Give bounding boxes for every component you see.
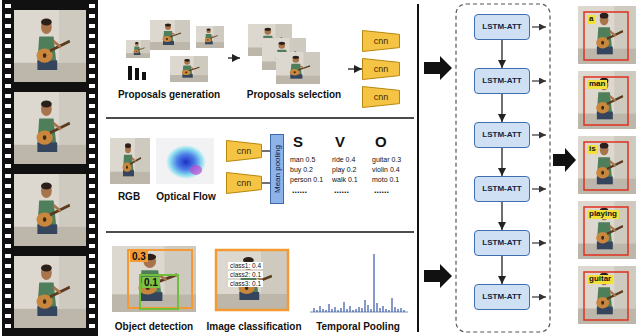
temporal-histogram xyxy=(310,254,408,312)
lstm-cell: LSTM-ATT xyxy=(474,14,530,40)
caption-word: man xyxy=(587,80,607,89)
output-frames xyxy=(578,6,636,324)
caption-word: is xyxy=(587,145,598,154)
cnn-block: cnn xyxy=(226,172,262,194)
role-header: O xyxy=(375,134,387,151)
cnn-shape xyxy=(363,59,400,80)
node-label: cnn xyxy=(237,146,252,156)
role-header: V xyxy=(335,134,345,151)
image-panel: Proposals generation xyxy=(110,14,228,102)
proposal-thumbnails xyxy=(126,20,320,84)
score-entry: play 0.2 xyxy=(332,166,357,174)
lstm-cell: LSTM-ATT xyxy=(474,176,530,202)
caption-word: playing xyxy=(587,210,619,219)
video-frame xyxy=(14,174,86,246)
node-label: cnn xyxy=(237,178,252,188)
node-label: Image classification xyxy=(206,321,301,334)
node-label: Proposals selection xyxy=(247,89,341,102)
score-entry: walk 0.1 xyxy=(332,176,358,184)
caption-word: a xyxy=(587,15,595,24)
score-entry: moto 0.1 xyxy=(372,176,399,184)
node-label: Optical Flow xyxy=(156,191,215,204)
cnn-shape xyxy=(227,141,262,162)
cnn-shape xyxy=(363,87,400,108)
class-score: class1: 0.4 xyxy=(228,262,263,269)
node-label: LSTM-ATT xyxy=(482,130,521,140)
node-label: Temporal Pooling xyxy=(316,321,400,334)
cnn-block: cnn xyxy=(362,86,400,108)
lstm-cell: LSTM-ATT xyxy=(474,122,530,148)
score-entry: guitar 0.3 xyxy=(372,156,401,164)
flow-connector xyxy=(262,182,270,183)
rgb-and-flow-images xyxy=(110,138,214,184)
caption-word: guitar xyxy=(587,275,613,284)
flow-connector xyxy=(501,148,502,176)
lstm-cell: LSTM-ATT xyxy=(474,284,530,310)
detection-image xyxy=(112,246,196,312)
lstm-cell: LSTM-ATT xyxy=(474,68,530,94)
detection-score: 0.3 xyxy=(130,251,148,262)
score-entry: man 0.5 xyxy=(290,156,315,164)
cnn-block: cnn xyxy=(226,140,262,162)
ellipsis: ...... xyxy=(292,186,307,196)
detection-score: 0.1 xyxy=(142,277,160,288)
image-panel: Optical Flow xyxy=(154,134,218,204)
node-label: LSTM-ATT xyxy=(482,184,521,194)
node-label: Mean pooling xyxy=(273,145,282,193)
flow-connector xyxy=(228,57,240,58)
score-entry: buy 0.2 xyxy=(290,166,313,174)
node-label: cnn xyxy=(374,36,389,46)
cnn-shape xyxy=(363,31,400,52)
lstm-container xyxy=(456,4,550,332)
film-strip xyxy=(2,0,98,336)
node-label: LSTM-ATT xyxy=(482,22,521,32)
class-score: class2: 0.1 xyxy=(228,271,263,278)
score-entry: ride 0.4 xyxy=(332,156,355,164)
flow-connector xyxy=(501,94,502,122)
node-label: Proposals generation xyxy=(118,89,220,102)
node-label: LSTM-ATT xyxy=(482,76,521,86)
node-label: LSTM-ATT xyxy=(482,238,521,248)
cnn-shape xyxy=(227,173,262,194)
node-label: LSTM-ATT xyxy=(482,292,521,302)
video-frame xyxy=(14,92,86,164)
score-entry: violin 0.4 xyxy=(372,166,400,174)
cnn-block: cnn xyxy=(362,58,400,80)
class-score: class3: 0.1 xyxy=(228,280,263,287)
cnn-block: cnn xyxy=(362,30,400,52)
role-header: S xyxy=(293,134,303,151)
flow-connector xyxy=(348,68,362,69)
node-label: RGB xyxy=(118,191,140,204)
score-entry: person 0.1 xyxy=(290,176,323,184)
ellipsis: ...... xyxy=(334,186,349,196)
image-panel: Image classification xyxy=(204,242,304,334)
image-panel: RGB xyxy=(108,134,150,204)
node-label: cnn xyxy=(374,92,389,102)
video-frame xyxy=(14,10,86,82)
pooling-box: Mean pooling xyxy=(270,134,284,204)
image-panel: Object detection xyxy=(108,242,200,334)
flow-connector xyxy=(501,40,502,68)
flow-connector xyxy=(501,256,502,284)
image-panel: Temporal Pooling xyxy=(306,242,410,334)
ellipsis: ...... xyxy=(374,186,389,196)
video-frame xyxy=(14,256,86,328)
node-label: cnn xyxy=(374,64,389,74)
lstm-cell: LSTM-ATT xyxy=(474,230,530,256)
image-panel: Proposals selection xyxy=(240,14,348,102)
flow-connector xyxy=(262,150,270,151)
flow-connector xyxy=(501,202,502,230)
classification-image xyxy=(216,250,288,310)
flow-arrows xyxy=(424,56,576,288)
node-label: Object detection xyxy=(115,321,193,334)
row-separators xyxy=(106,4,418,332)
